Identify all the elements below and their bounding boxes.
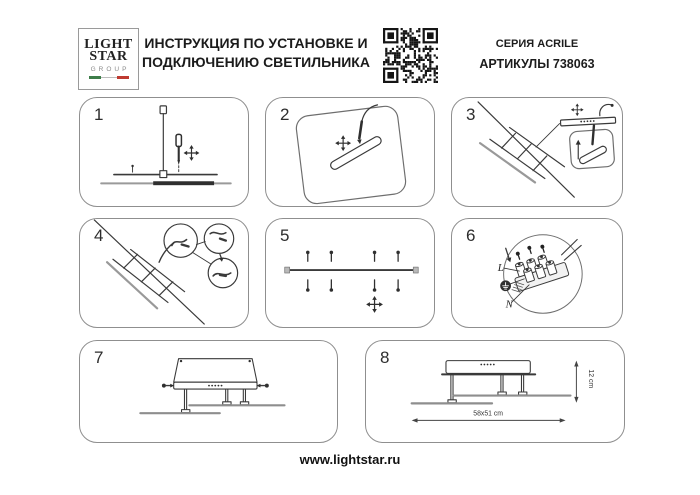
step-3-number: 3	[466, 105, 476, 124]
step-panel-8: 8	[365, 340, 625, 443]
step-panel-3: 3	[451, 97, 623, 207]
step-3-illustration	[477, 101, 617, 198]
screwdriver-icon	[174, 133, 183, 167]
product-info: СЕРИЯ ACRILE АРТИКУЛЫ 738063	[457, 38, 617, 71]
move-icon	[365, 295, 384, 314]
move-icon	[334, 134, 352, 152]
screw-icon	[305, 279, 311, 293]
step-4-illustration	[93, 219, 239, 325]
side-screw-left	[161, 383, 175, 388]
height-dimension	[574, 360, 579, 403]
step-2-illustration	[295, 104, 407, 205]
side-screw-right	[256, 383, 269, 388]
step-6-illustration: L N	[497, 234, 583, 314]
step-7-illustration	[139, 358, 286, 415]
screw-icon	[130, 164, 135, 173]
step-5-number: 5	[280, 226, 290, 245]
qr-code-icon	[383, 28, 438, 83]
step-1-illustration	[100, 105, 232, 186]
screw-icon	[328, 279, 334, 293]
logo-word-star: STAR	[89, 49, 128, 64]
lightstar-logo: LIGHT STAR GROUP	[78, 28, 139, 90]
step-1-number: 1	[94, 105, 104, 124]
terminal-block	[505, 238, 582, 293]
website-url: www.lightstar.ru	[299, 452, 401, 467]
screw-icon	[305, 249, 311, 262]
step-panel-2: 2	[265, 97, 435, 207]
logo-word-light: LIGHT	[84, 36, 133, 52]
ground-icon	[500, 280, 511, 292]
step-7-number: 7	[94, 348, 104, 367]
italian-flag-stripe	[88, 76, 129, 80]
document-title: ИНСТРУКЦИЯ ПО УСТАНОВКЕ И ПОДКЛЮЧЕНИЮ СВ…	[138, 34, 374, 72]
step-2-number: 2	[280, 105, 290, 124]
article-number: АРТИКУЛЫ 738063	[479, 57, 595, 71]
title-line-1: ИНСТРУКЦИЯ ПО УСТАНОВКЕ И	[144, 35, 368, 51]
step-panel-1: 1	[79, 97, 249, 207]
series-label: СЕРИЯ ACRILE	[495, 38, 579, 50]
logo-word-group: GROUP	[90, 65, 130, 73]
step-4-number: 4	[94, 226, 104, 245]
screws-above	[515, 244, 545, 260]
step-panel-7: 7	[79, 340, 338, 443]
step-panel-5: 5	[265, 218, 435, 328]
screw-icon	[395, 249, 401, 262]
width-dimension	[411, 418, 566, 423]
screw-icon	[372, 249, 377, 262]
height-dimension-label: 12 cm	[587, 369, 594, 388]
neutral-wire-label: N	[505, 298, 514, 310]
move-icon	[570, 102, 585, 117]
step-panel-4: 4	[79, 218, 249, 328]
live-wire-label: L	[497, 262, 504, 274]
screw-icon	[395, 279, 401, 293]
screw-icon	[372, 279, 377, 293]
step-5-illustration	[284, 249, 419, 314]
title-line-2: ПОДКЛЮЧЕНИЮ СВЕТИЛЬНИКА	[142, 54, 370, 70]
move-icon	[182, 144, 201, 162]
step-panel-6: 6	[451, 218, 623, 328]
step-8-illustration: 58x51 cm 12 cm	[410, 360, 594, 423]
screw-icon	[328, 249, 334, 262]
width-dimension-label: 58x51 cm	[473, 411, 503, 418]
step-6-number: 6	[466, 226, 476, 245]
step-8-number: 8	[380, 348, 390, 367]
